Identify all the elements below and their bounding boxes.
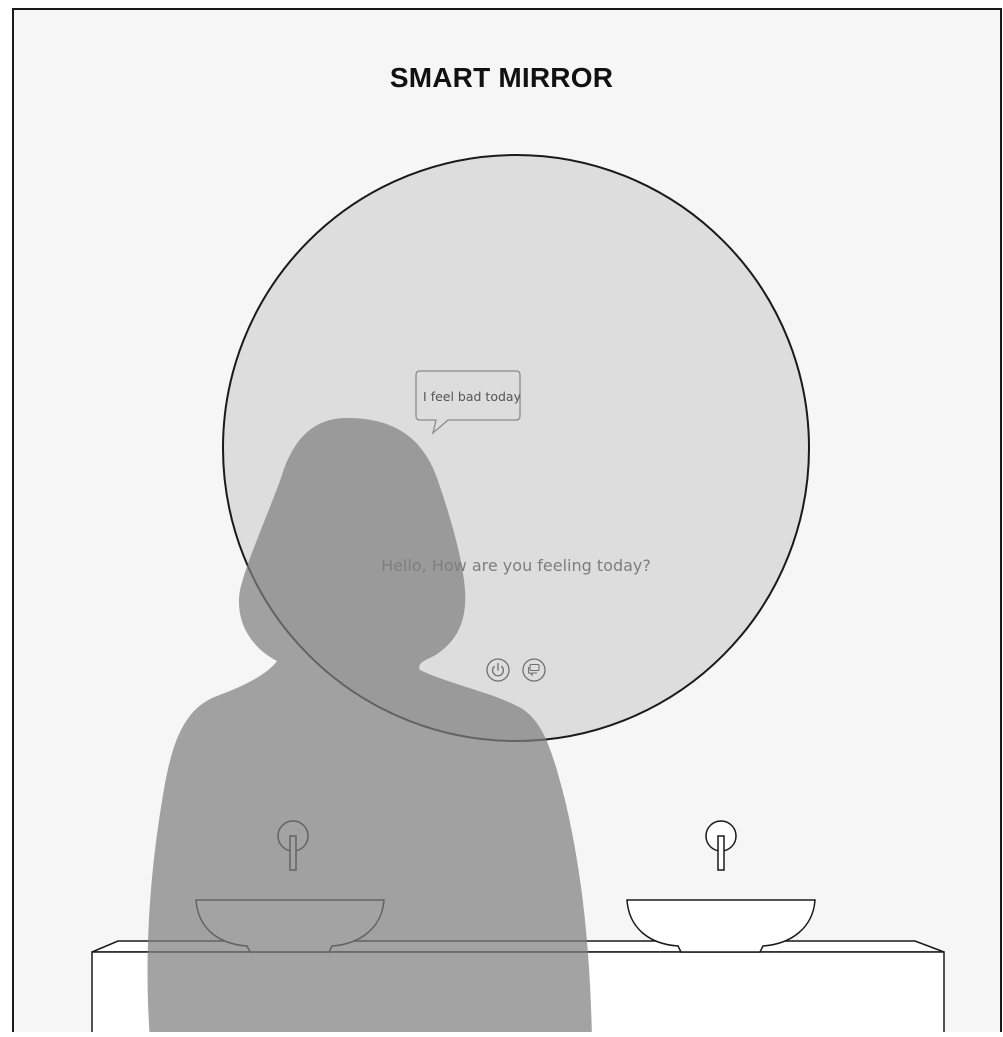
page-title: SMART MIRROR [0,62,1003,94]
speech-bubble-text: I feel bad today [423,389,522,404]
